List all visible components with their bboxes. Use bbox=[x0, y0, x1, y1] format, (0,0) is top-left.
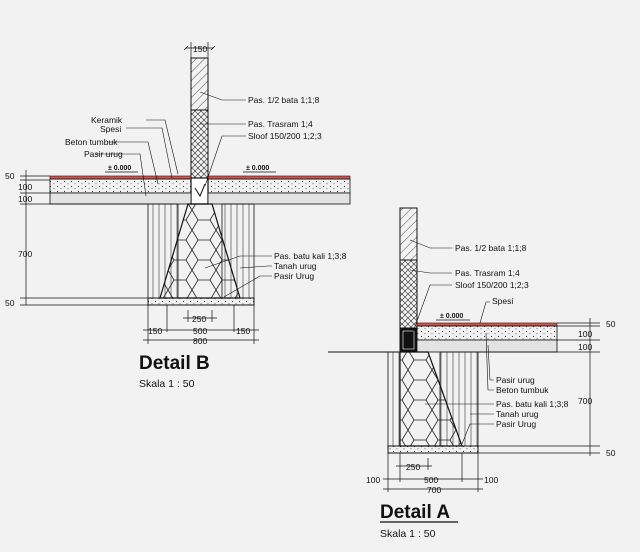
sloof-a bbox=[399, 327, 418, 353]
label-spesi-a: Spesi bbox=[492, 296, 513, 306]
label-pasir-urug-b: Pasir urug bbox=[84, 149, 123, 159]
dim-w250-a: 250 bbox=[406, 462, 420, 472]
brick-wall-b bbox=[190, 57, 209, 111]
dim-wall-b: 150 bbox=[193, 44, 207, 54]
ceramic-a bbox=[416, 322, 558, 327]
dim-h50bottom-b: 50 bbox=[5, 298, 15, 308]
dim-h50-a: 50 bbox=[606, 319, 616, 329]
label-keramik-b: Keramik bbox=[91, 115, 123, 125]
label-pasir-urug-bottom-a: Pasir Urug bbox=[496, 419, 536, 429]
detail-b: 150 ± 0.000 ± 0.000 50 100 100 700 50 bbox=[5, 42, 351, 390]
label-pas-bata-a: Pas. 1/2 bata 1;1;8 bbox=[455, 243, 527, 253]
label-spesi-b: Spesi bbox=[100, 124, 121, 134]
beton-left-b bbox=[49, 178, 192, 194]
beton-a bbox=[416, 325, 558, 341]
trasram-a bbox=[399, 259, 418, 329]
level-right-b: ± 0.000 bbox=[246, 165, 269, 172]
dim-h50bottom-a: 50 bbox=[606, 448, 616, 458]
trasram-b bbox=[190, 109, 209, 179]
brick-wall-a bbox=[399, 207, 418, 261]
scale-detail-a: Skala 1 : 50 bbox=[380, 528, 436, 540]
pasir-bottom-b bbox=[147, 297, 255, 306]
dim-h100a-b: 100 bbox=[18, 182, 32, 192]
label-batu-kali-b: Pas. batu kali 1;3;8 bbox=[274, 251, 347, 261]
dim-w150r-b: 150 bbox=[236, 326, 250, 336]
beton-right-b bbox=[207, 178, 351, 194]
dim-w500-a: 500 bbox=[424, 475, 438, 485]
ceramic-right-b bbox=[207, 175, 351, 180]
dim-h100b-b: 100 bbox=[18, 194, 32, 204]
label-pas-bata-b: Pas. 1/2 bata 1;1;8 bbox=[248, 95, 320, 105]
title-detail-a: Detail A bbox=[380, 502, 450, 523]
label-batu-kali-a: Pas. batu kali 1;3;8 bbox=[496, 399, 569, 409]
label-pasir-urug-bottom-b: Pasir Urug bbox=[274, 271, 314, 281]
label-tanah-urug-a: Tanah urug bbox=[496, 409, 539, 419]
dim-w100r-a: 100 bbox=[484, 475, 498, 485]
pasir-a bbox=[416, 339, 558, 353]
pasir-left-b bbox=[49, 192, 192, 205]
dim-w500-b: 500 bbox=[193, 326, 207, 336]
label-pasir-urug-a: Pasir urug bbox=[496, 375, 535, 385]
dim-w700-a: 700 bbox=[427, 485, 441, 495]
dim-h100a-a: 100 bbox=[578, 329, 592, 339]
level-left-b: ± 0.000 bbox=[108, 165, 131, 172]
label-beton-tumbuk-a: Beton tumbuk bbox=[496, 385, 549, 395]
label-sloof-a: Sloof 150/200 1;2;3 bbox=[455, 280, 529, 290]
dim-w250-b: 250 bbox=[192, 314, 206, 324]
tanah-urug-a bbox=[439, 351, 479, 447]
detail-a: ± 0.000 50 100 100 700 50 250 10 bbox=[328, 207, 616, 540]
pasir-bottom-a bbox=[387, 445, 479, 454]
dim-h50-b: 50 bbox=[5, 171, 15, 181]
dim-w100l-a: 100 bbox=[366, 475, 380, 485]
level-a: ± 0.000 bbox=[440, 313, 463, 320]
label-trasram-b: Pas. Trasram 1;4 bbox=[248, 119, 313, 129]
title-detail-b: Detail B bbox=[139, 353, 210, 374]
label-tanah-urug-b: Tanah urug bbox=[274, 261, 317, 271]
ceramic-left-b bbox=[49, 175, 192, 180]
dim-h700-b: 700 bbox=[18, 249, 32, 259]
label-trasram-a: Pas. Trasram 1;4 bbox=[455, 268, 520, 278]
label-sloof-b: Sloof 150/200 1;2;3 bbox=[248, 131, 322, 141]
dim-h100b-a: 100 bbox=[578, 342, 592, 352]
scale-detail-b: Skala 1 : 50 bbox=[139, 378, 195, 390]
label-beton-tumbuk-b: Beton tumbuk bbox=[65, 137, 118, 147]
dim-h700-a: 700 bbox=[578, 396, 592, 406]
pasir-right-b bbox=[207, 192, 351, 205]
sloof-b bbox=[190, 177, 209, 205]
dim-w150l-b: 150 bbox=[148, 326, 162, 336]
dim-w800-b: 800 bbox=[193, 336, 207, 346]
